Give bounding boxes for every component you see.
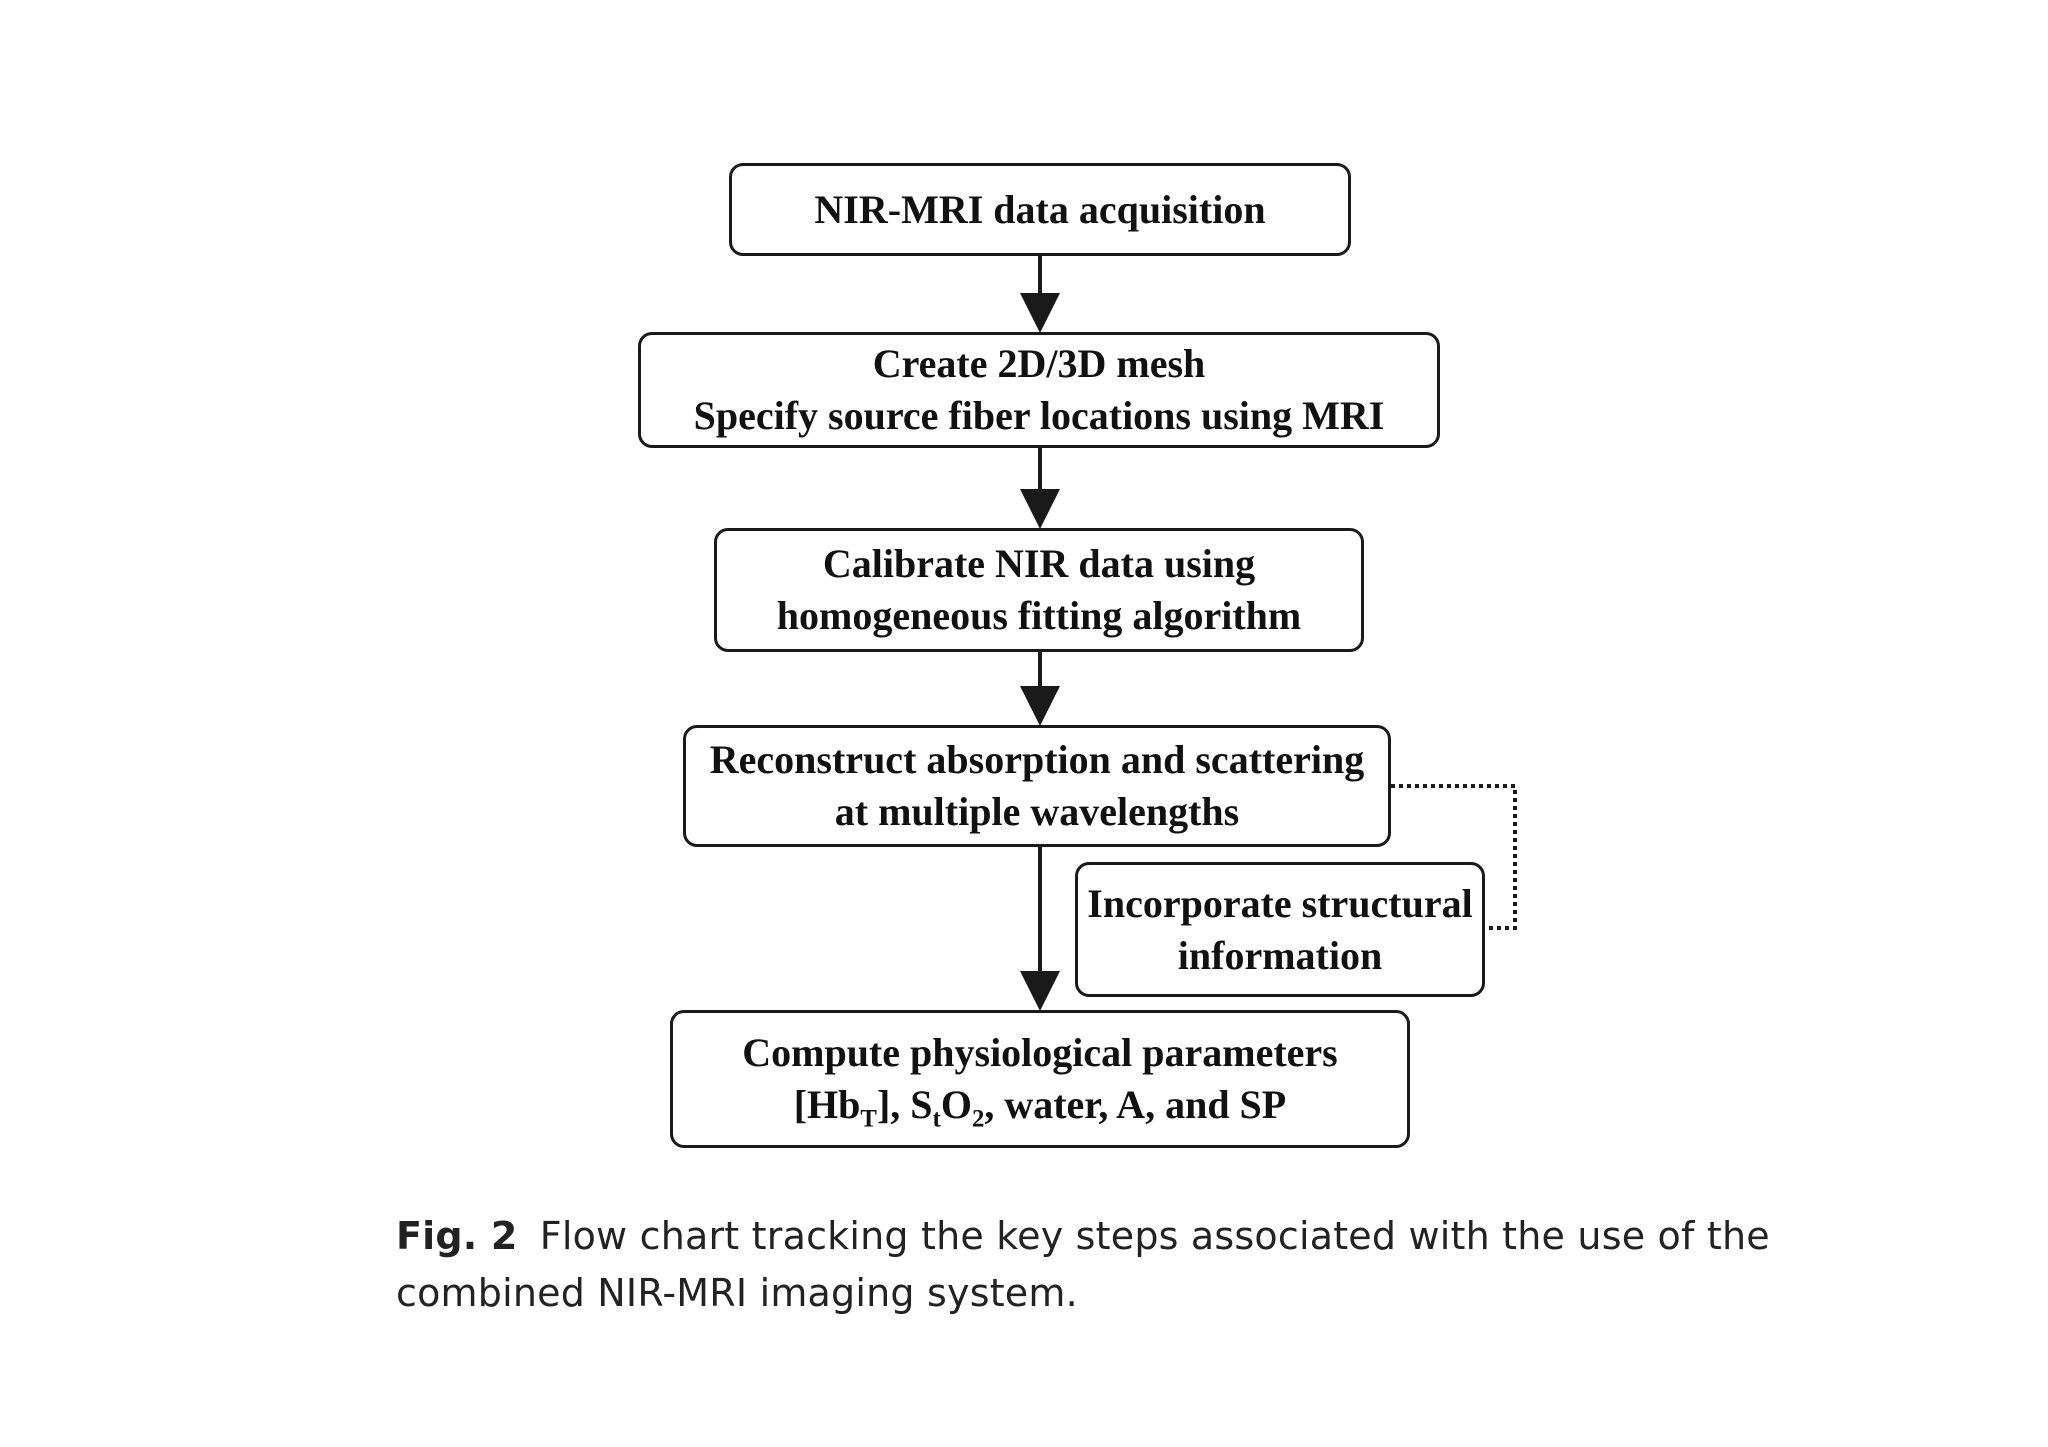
step-incorporate-structural: Incorporate structural information (1075, 862, 1485, 997)
step-incorporate-text-2: information (1177, 932, 1383, 978)
s-symbol: S (910, 1082, 933, 1127)
dotted-feedback-connector (1391, 784, 1517, 930)
step-calibrate-text-1: Calibrate NIR data using (822, 541, 1256, 586)
step-calibrate: Calibrate NIR data using homogeneous fit… (714, 528, 1364, 652)
step-create-mesh: Create 2D/3D mesh Specify source fiber l… (638, 332, 1440, 448)
compute-rest: , water, A, and SP (984, 1082, 1287, 1127)
figure-label: Fig. 2 (396, 1214, 518, 1258)
hb-subscript: T (860, 1105, 877, 1133)
step-reconstruct-text-2: at multiple wavelengths (834, 789, 1240, 834)
figure-caption-text: Flow chart tracking the key steps associ… (396, 1214, 1770, 1315)
step-reconstruct: Reconstruct absorption and scattering at… (683, 725, 1391, 847)
step-create-mesh-text-1: Create 2D/3D mesh (872, 341, 1206, 386)
step-calibrate-text-2: homogeneous fitting algorithm (776, 593, 1302, 638)
step-create-mesh-text-2: Specify source fiber locations using MRI (693, 393, 1385, 438)
o-subscript: 2 (971, 1105, 985, 1133)
step-data-acquisition-text: NIR-MRI data acquisition (814, 186, 1266, 232)
step-compute-text-2: [HbT], StO2, water, A, and SP (793, 1079, 1287, 1133)
step-compute-parameters: Compute physiological parameters [HbT], … (670, 1010, 1410, 1148)
step-incorporate-text-1: Incorporate structural (1087, 880, 1473, 926)
hb-open: [Hb (793, 1082, 861, 1127)
o-symbol: O (940, 1082, 972, 1127)
step-compute-text-1: Compute physiological parameters (742, 1030, 1338, 1075)
hb-close: ], (876, 1082, 901, 1127)
figure-caption: Fig. 2 Flow chart tracking the key steps… (396, 1208, 1796, 1322)
step-data-acquisition: NIR-MRI data acquisition (729, 163, 1351, 256)
s-subscript: t (932, 1105, 941, 1133)
step-reconstruct-text-1: Reconstruct absorption and scattering (709, 737, 1365, 782)
